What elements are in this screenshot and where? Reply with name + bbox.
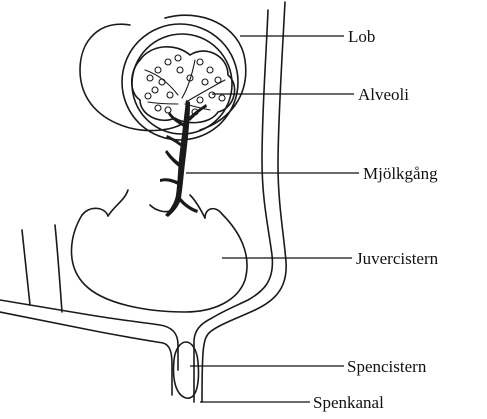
label-spencistern: Spencistern (347, 357, 427, 376)
label-spenkanal: Spenkanal (313, 393, 384, 412)
alveoli-cluster (132, 47, 235, 123)
label-lob: Lob (348, 27, 375, 46)
label-alveoli: Alveoli (358, 85, 409, 104)
juvercistern-shape (71, 190, 247, 312)
label-mjolkgang: Mjölkgång (363, 164, 438, 183)
label-juvercistern: Juvercistern (356, 249, 439, 268)
udder-outline (0, 2, 286, 402)
mjolkgang-duct (160, 100, 207, 217)
lob-shape (80, 15, 246, 140)
labels: Lob Alveoli Mjölkgång Juvercistern Spenc… (313, 27, 439, 412)
alveoli-dots (145, 55, 225, 115)
leader-lines (186, 36, 359, 402)
